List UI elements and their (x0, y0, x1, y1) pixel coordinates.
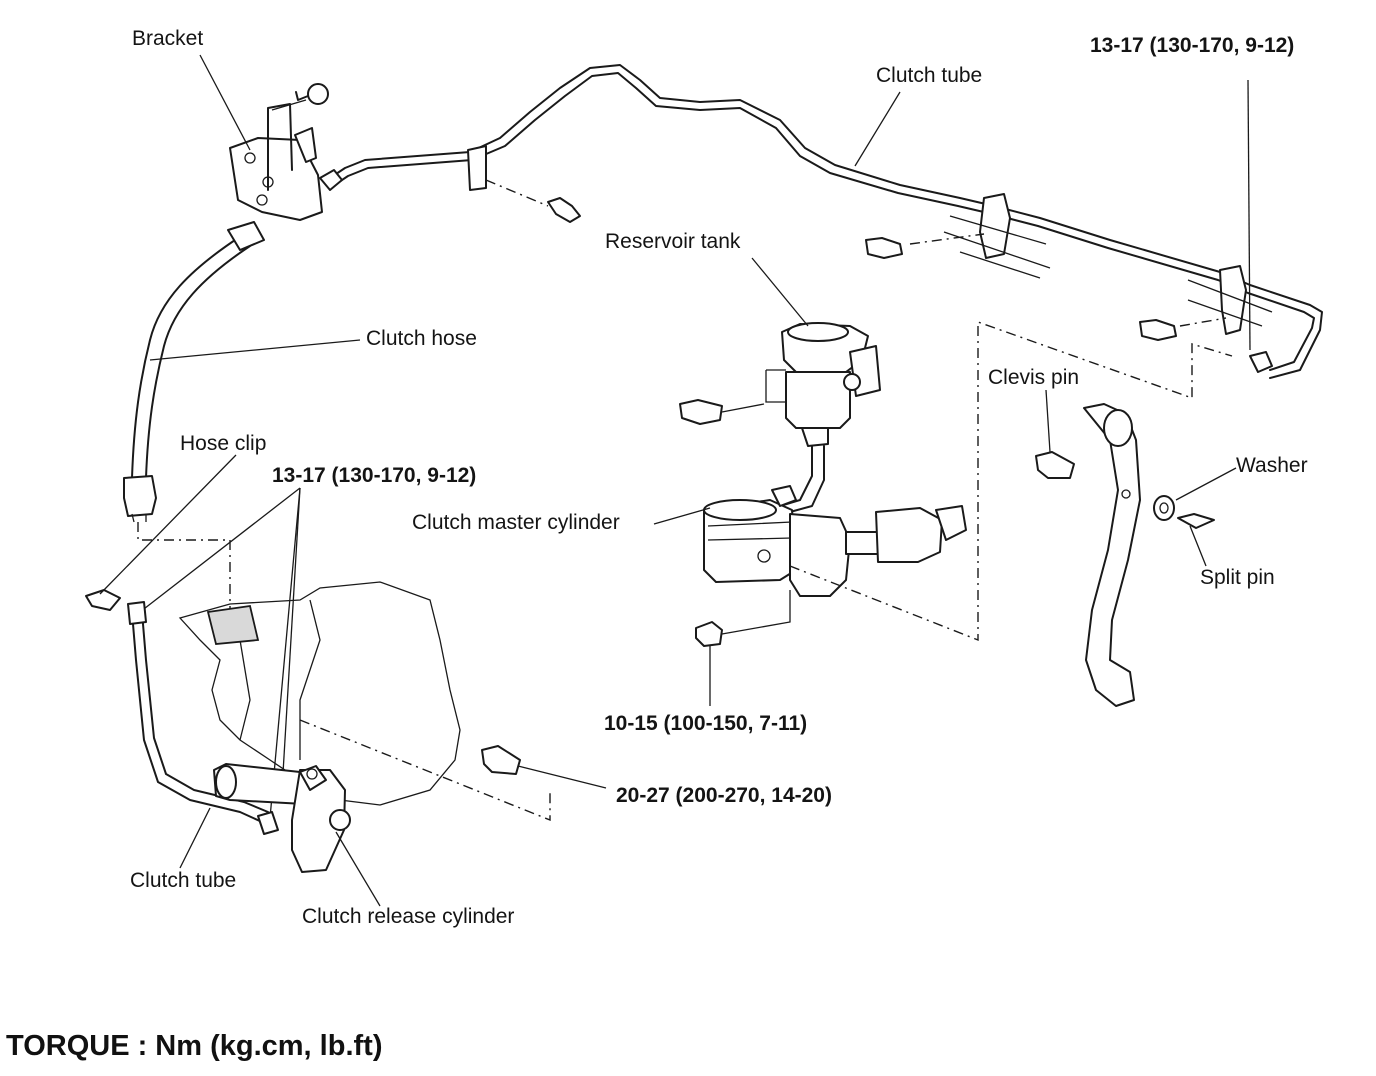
washer-part (1153, 467, 1237, 521)
label-clutch-release-cylinder: Clutch release cylinder (302, 905, 515, 928)
leader-clutch-release-cylinder (335, 831, 381, 907)
label-washer: Washer (1236, 454, 1308, 477)
leader-torque-clip-1 (139, 487, 301, 613)
label-hose-clip: Hose clip (180, 432, 267, 455)
label-split-pin: Split pin (1200, 566, 1275, 589)
leader-clutch-tube-bottom (179, 807, 211, 869)
clutch-tube-lower (127, 601, 279, 835)
hose-clip-part (85, 589, 121, 611)
label-torque-release-bolt: 20-27 (200-270, 14-20) (616, 784, 832, 807)
label-clutch-tube-bottom: Clutch tube (130, 869, 237, 892)
label-torque-master-nut: 10-15 (100-150, 7-11) (604, 712, 808, 735)
label-clutch-tube-top: Clutch tube (876, 64, 983, 87)
leader-clutch-hose (149, 339, 361, 361)
bracket-bolt (295, 83, 329, 105)
label-bracket: Bracket (132, 27, 204, 50)
tube-clip-left (467, 145, 581, 223)
leader-bracket (199, 54, 251, 151)
leader-reservoir-tank (751, 257, 809, 327)
label-clutch-hose: Clutch hose (366, 327, 477, 350)
leader-clutch-tube-top (854, 91, 901, 167)
transmission-housing (178, 581, 461, 806)
label-reservoir-tank: Reservoir tank (605, 230, 741, 253)
torque-units-footer: TORQUE : Nm (kg.cm, lb.ft) (6, 1030, 383, 1062)
bracket-part (229, 103, 343, 221)
clutch-release-cylinder-part (213, 719, 551, 873)
label-torque-top-right: 13-17 (130-170, 9-12) (1090, 34, 1295, 57)
tube-clip-mid (865, 193, 1051, 279)
release-bolt (481, 745, 607, 789)
clutch-master-cylinder-part (703, 321, 1233, 642)
leader-torque-top-right (1247, 79, 1251, 351)
reservoir-bolt (679, 399, 765, 425)
clevis-pin-part (1035, 389, 1075, 479)
leader-torque-clip-3 (281, 487, 301, 791)
clutch-pedal (1083, 403, 1141, 707)
clutch-tube-upper (329, 64, 1323, 379)
master-nut (695, 590, 791, 706)
label-clevis-pin: Clevis pin (988, 366, 1080, 389)
hose-clip-connector (137, 522, 231, 612)
leader-hose-clip (99, 454, 237, 595)
bracket-bolt-leader (271, 99, 307, 111)
reservoir-tank-part (765, 322, 881, 513)
tube-clip-right (1139, 265, 1273, 373)
split-pin-part (1177, 513, 1215, 567)
leader-clutch-master-cylinder (653, 507, 711, 525)
clutch-hose (123, 221, 265, 523)
label-torque-hose-clip: 13-17 (130-170, 9-12) (272, 464, 477, 487)
label-clutch-master-cylinder: Clutch master cylinder (412, 511, 620, 534)
